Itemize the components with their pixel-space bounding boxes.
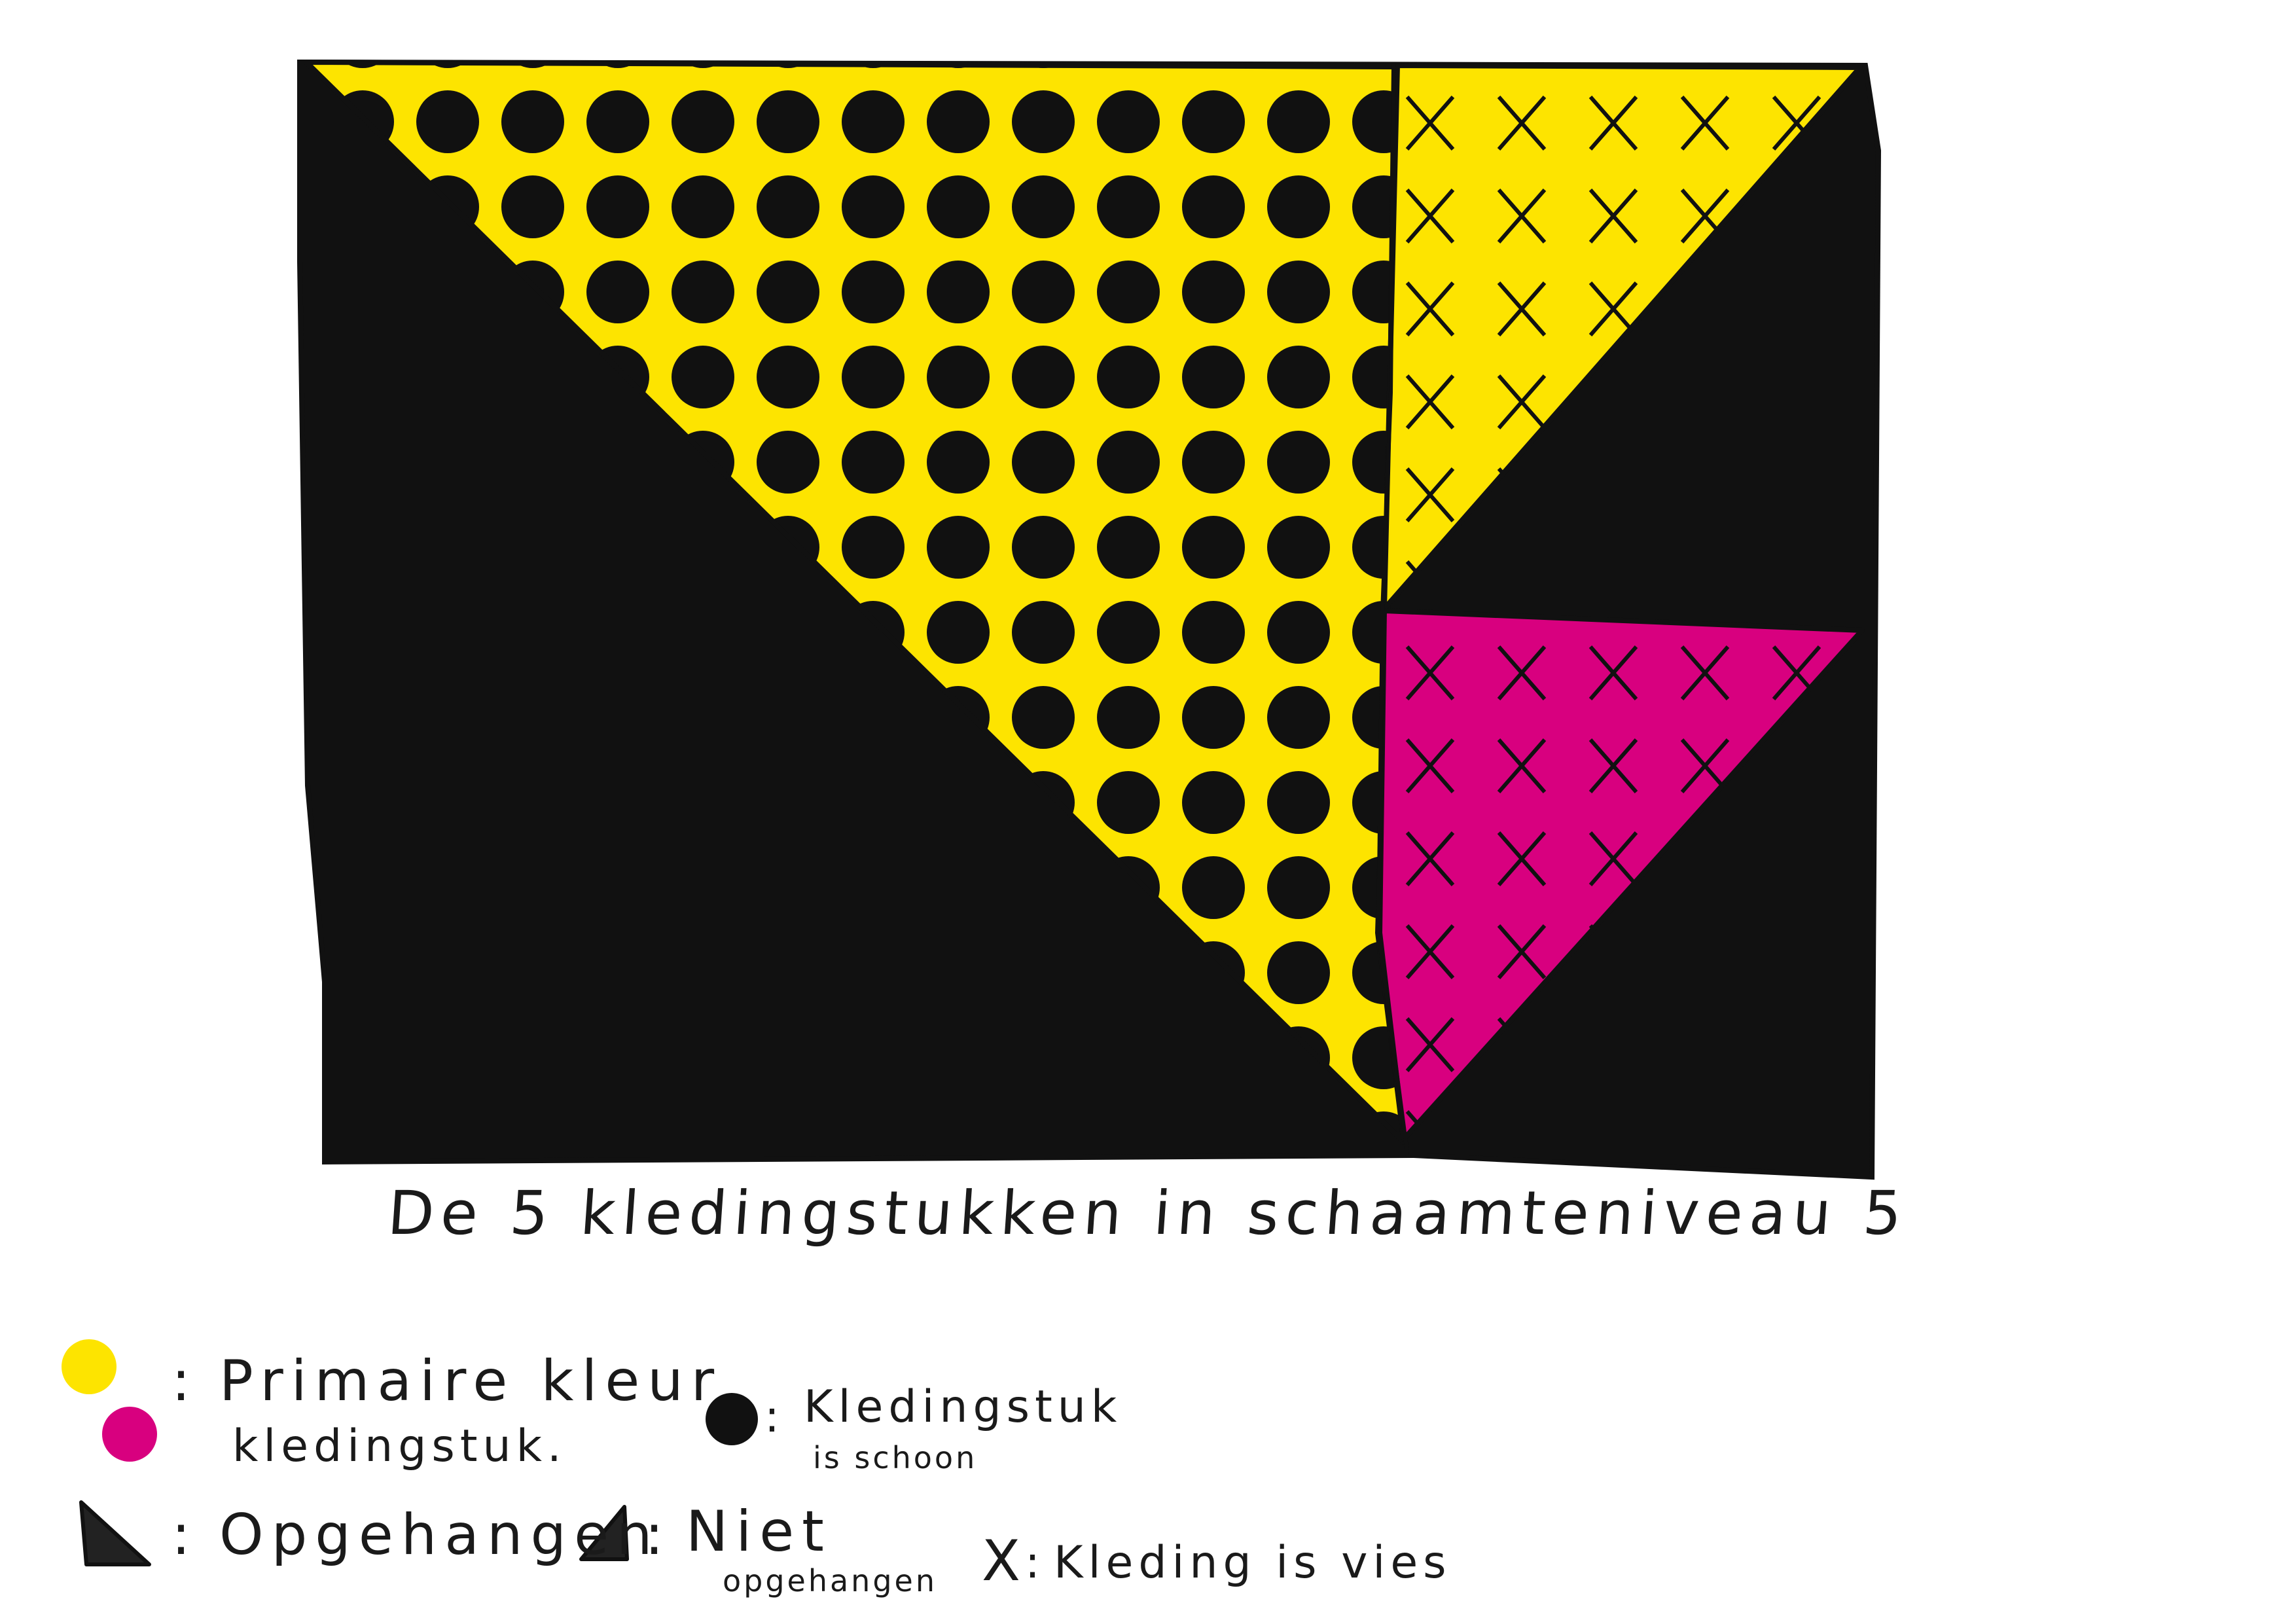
legend-primary-separator: :	[171, 1348, 198, 1414]
center-divider-line	[1376, 63, 1409, 1156]
legend-dot-swatch	[706, 1393, 758, 1445]
legend-clean-line1: Kledingstuk	[804, 1381, 1122, 1433]
legend-dirty-separator: :	[1025, 1537, 1045, 1589]
legend-hung-triangle	[79, 1500, 151, 1566]
legend-not-hung-line1: Niet	[686, 1499, 832, 1564]
legend-not-hung-line2: opgehangen	[723, 1563, 937, 1598]
diagram-title: De 5 kledingstukken in schaamteniveau 5	[385, 1178, 1911, 1248]
legend-not-hung-triangle	[579, 1505, 629, 1561]
legend-yellow-swatch	[62, 1339, 117, 1394]
legend-magenta-swatch	[102, 1407, 157, 1462]
legend-primary-line1: Primaire kleur	[219, 1348, 723, 1414]
legend-clean-line2: is schoon	[813, 1440, 978, 1475]
legend-hung-label: Opgehangen	[219, 1502, 660, 1568]
legend-primary-line2: kledingstuk.	[232, 1420, 567, 1472]
legend-dirty-label: Kleding is vies	[1054, 1537, 1452, 1589]
legend-dirty-symbol: X	[982, 1528, 1028, 1594]
legend-not-hung-separator: :	[645, 1502, 672, 1568]
legend-hung-separator: :	[171, 1502, 198, 1568]
legend-clean-separator: :	[764, 1391, 785, 1443]
